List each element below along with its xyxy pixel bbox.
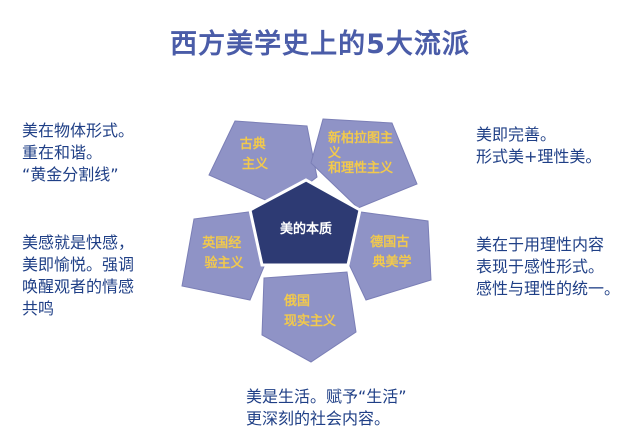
note-russian: 美是生活。赋予“生活” 更深刻的社会内容。 [246, 386, 407, 430]
note-line: 重在和谐。 [22, 143, 103, 162]
note-classical: 美在物体形式。 重在和谐。 “黄金分割线” [22, 120, 134, 186]
note-line: 感性与理性的统一。 [476, 279, 621, 298]
center-label: 美的本质 [280, 221, 332, 237]
note-line: 形式美+理性美。 [476, 147, 602, 166]
note-line: 唤醒观者的情感 [22, 277, 135, 296]
note-british: 美感就是快感， 美即愉悦。强调 唤醒观者的情感 共鸣 [22, 232, 134, 320]
note-line: 美即愉悦。强调 [22, 255, 135, 274]
note-german: 美在于用理性内容 表现于感性形式。 感性与理性的统一。 [476, 234, 620, 300]
petal-russian [261, 271, 357, 363]
center-pentagon [248, 178, 362, 267]
label-neoplatonism: 新柏拉图主 义 和理性主义 [328, 130, 398, 176]
note-line: 美是生活。赋予“生活” [246, 387, 407, 406]
label-classical: 古典 主义 [240, 136, 271, 172]
label-russian: 俄国 现实主义 [283, 293, 337, 329]
note-line: 共鸣 [22, 299, 55, 318]
page-title: 西方美学史上的5大流派 [170, 29, 470, 60]
note-neoplatonism: 美即完善。 形式美+理性美。 [476, 124, 601, 168]
note-line: 美在于用理性内容 [476, 235, 605, 254]
label-german: 德国古 典美学 [370, 234, 414, 270]
note-line: “黄金分割线” [22, 165, 119, 184]
petal-neoplatonism [310, 118, 418, 209]
petal-british [181, 210, 269, 301]
note-line: 更深刻的社会内容。 [246, 409, 391, 428]
note-line: 美在物体形式。 [22, 121, 135, 140]
label-british: 英国经 验主义 [201, 235, 246, 271]
note-line: 美即完善。 [476, 125, 557, 144]
note-line: 表现于感性形式。 [476, 257, 605, 276]
note-line: 美感就是快感， [22, 233, 135, 252]
